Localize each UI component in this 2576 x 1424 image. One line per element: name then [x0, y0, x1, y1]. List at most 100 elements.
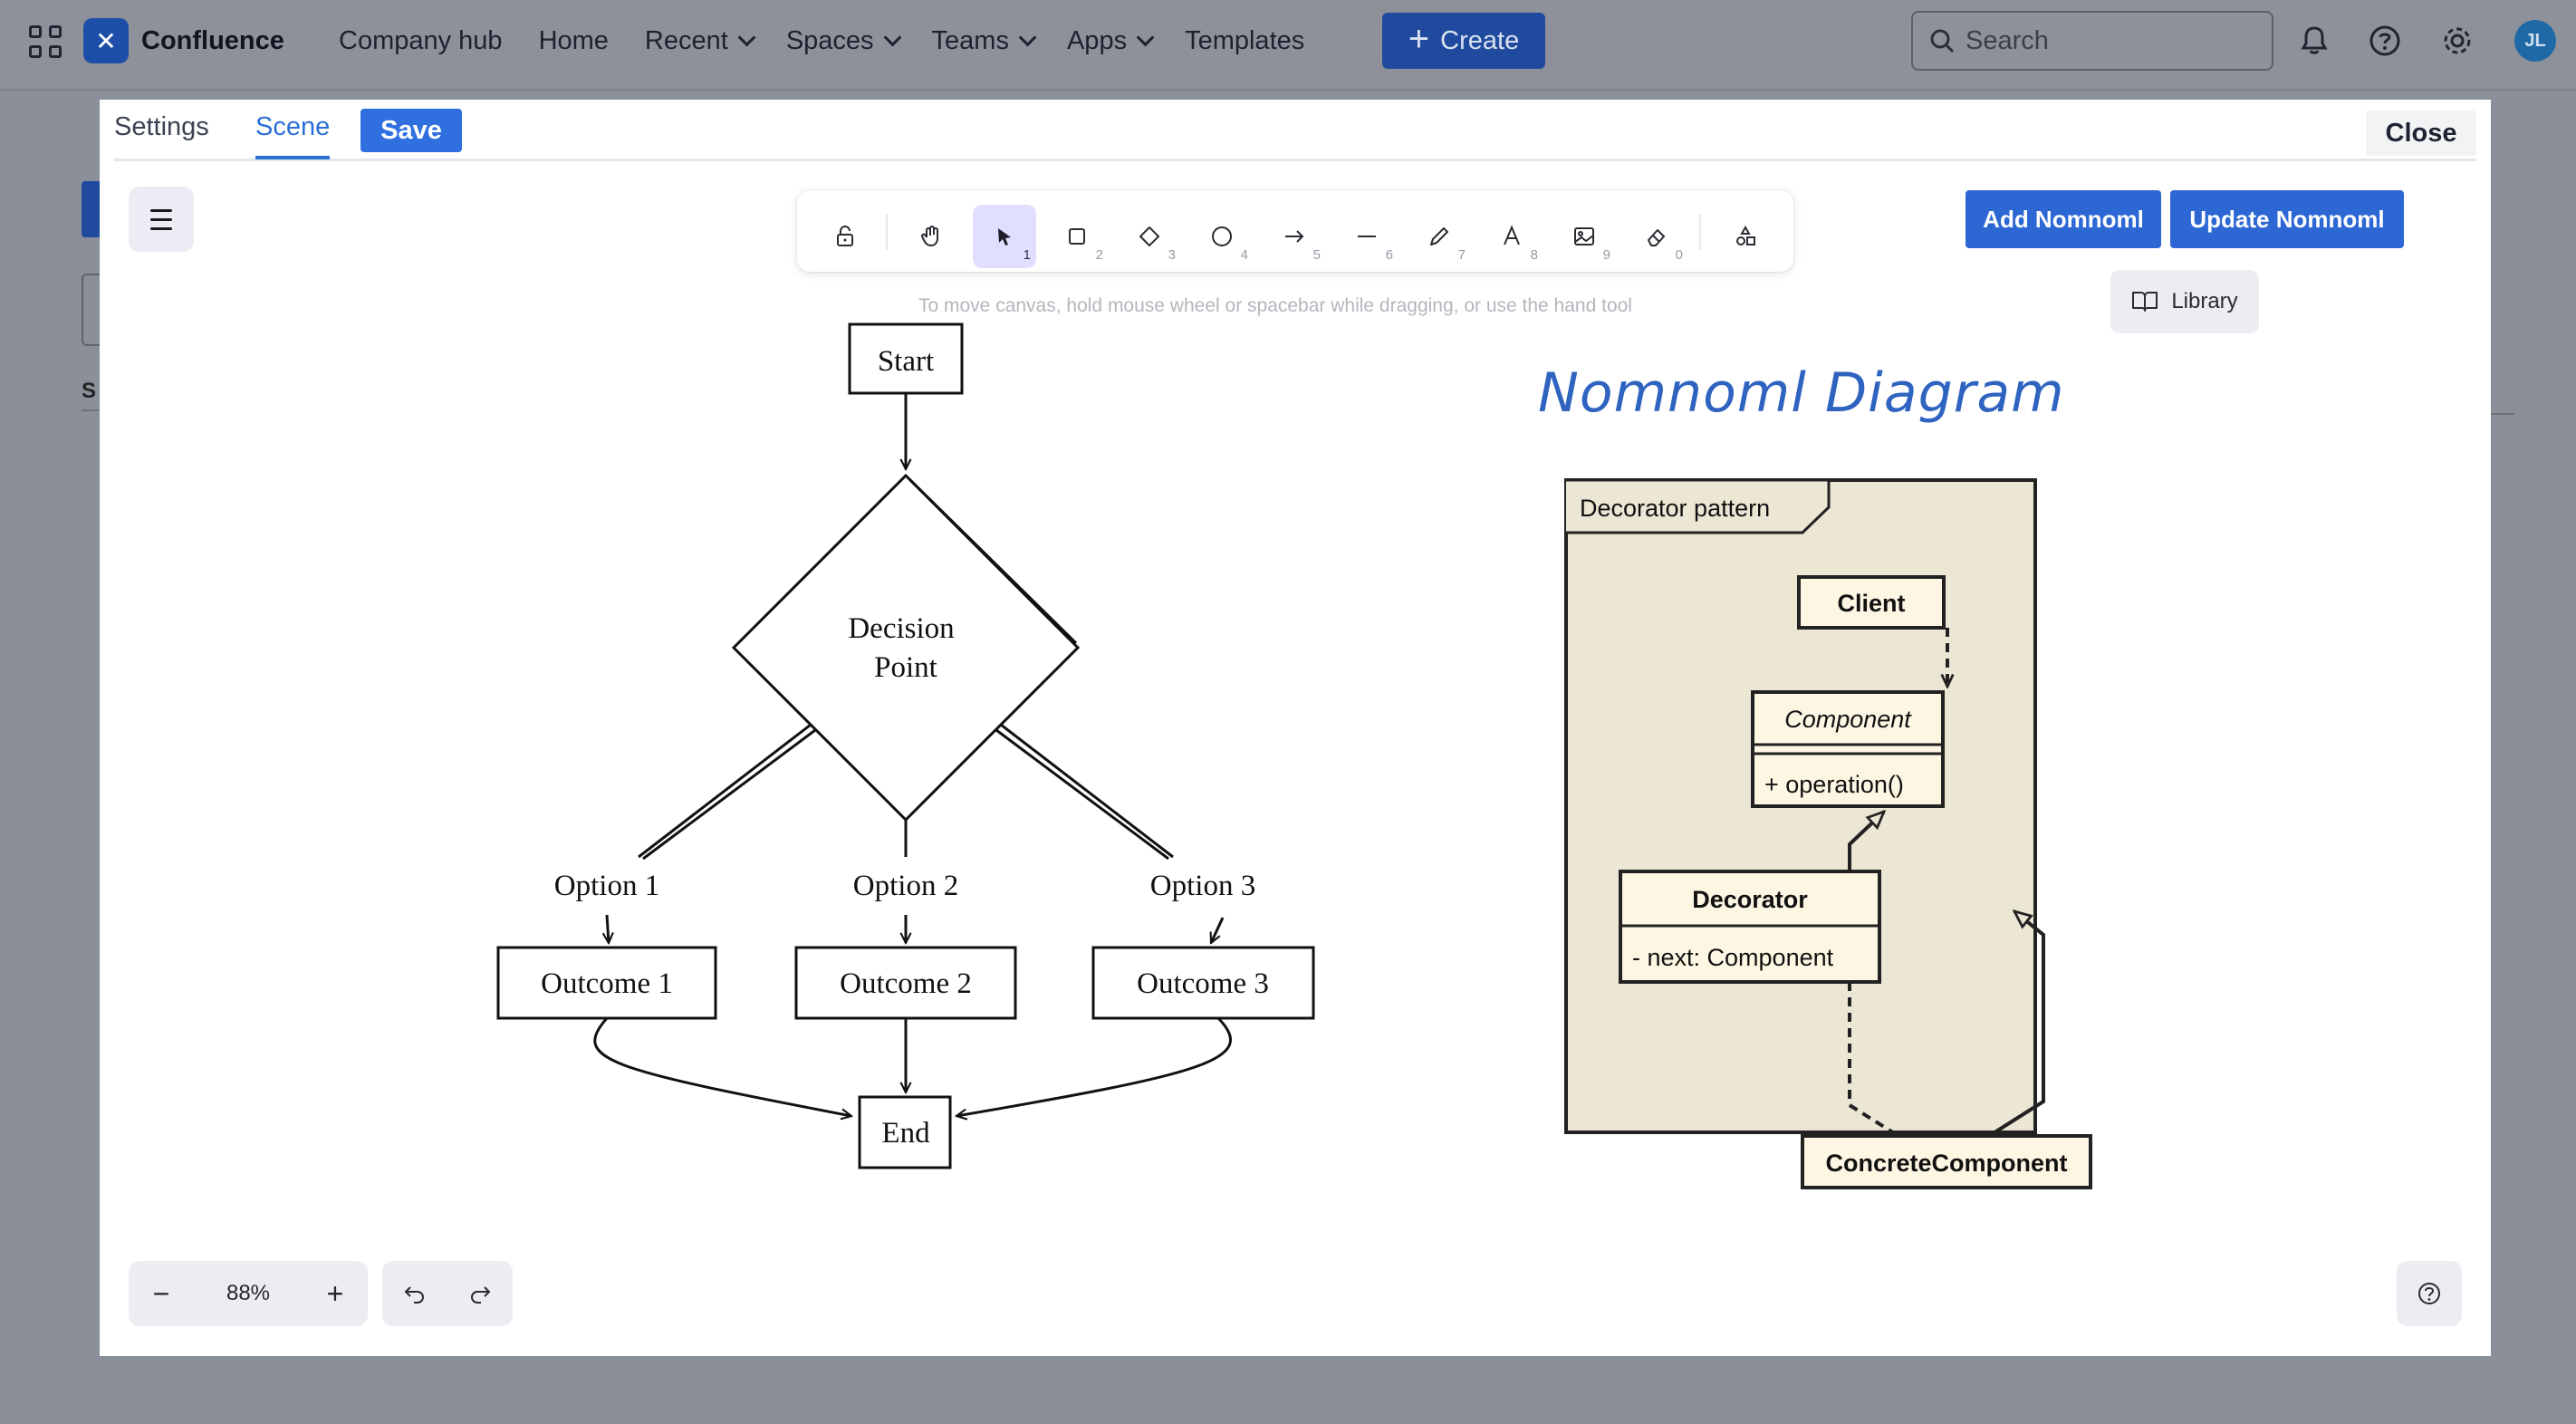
flow-sketch-stroke: [908, 478, 1078, 645]
uml-generalization-arrow[interactable]: [1848, 812, 1884, 871]
flow-decision-diamond[interactable]: [731, 473, 1081, 823]
tool-ellipse[interactable]: 4: [1190, 205, 1254, 268]
uml-class-component-label: Component: [1784, 706, 1912, 733]
flowchart[interactable]: [496, 322, 1315, 1169]
nav-item-home[interactable]: Home: [539, 26, 609, 56]
flow-branch-line[interactable]: [638, 723, 812, 859]
flow-arrow[interactable]: [607, 914, 609, 943]
brand[interactable]: ✕ Confluence: [83, 18, 284, 63]
flowchart-labels: Start Decision Point Option 1 Option 2 O…: [541, 345, 1269, 1150]
flow-start-box[interactable]: [848, 322, 964, 395]
tool-more[interactable]: [1714, 205, 1777, 268]
nav-item-teams[interactable]: Teams: [932, 26, 1037, 56]
chevron-down-icon: [1018, 28, 1037, 47]
settings-gear-icon[interactable]: [2438, 22, 2476, 60]
app-switcher-icon[interactable]: [29, 25, 62, 58]
close-button[interactable]: Close: [2366, 111, 2476, 156]
zoom-in-button[interactable]: +: [326, 1276, 344, 1310]
nav-item-apps[interactable]: Apps: [1067, 26, 1155, 56]
flow-outcome-box[interactable]: [794, 946, 1017, 1020]
uml-class-component-operation: + operation(): [1764, 771, 1904, 798]
history-controls: [382, 1261, 513, 1326]
nav-item-templates[interactable]: Templates: [1185, 26, 1304, 56]
line-icon: [1358, 236, 1376, 237]
uml-class-concrete-component[interactable]: [1801, 1134, 2092, 1189]
redo-button[interactable]: [447, 1261, 513, 1326]
tool-rectangle[interactable]: 2: [1045, 205, 1109, 268]
background-divider: [82, 409, 101, 411]
eraser-icon: [1648, 229, 1665, 246]
nav-item-recent[interactable]: Recent: [644, 25, 756, 56]
flow-arrow[interactable]: [593, 1017, 851, 1116]
tool-shortcut-key: 0: [1675, 247, 1683, 263]
image-icon: [1574, 227, 1594, 245]
background-page-text: S: [82, 379, 97, 402]
tool-shortcut-key: 1: [1023, 247, 1031, 263]
update-nomnoml-button[interactable]: Update Nomnoml: [2170, 190, 2404, 248]
tool-hand[interactable]: [900, 205, 964, 268]
flow-arrow[interactable]: [1211, 917, 1225, 943]
confluence-logo-icon: ✕: [83, 18, 129, 63]
tool-shortcut-key: 3: [1168, 247, 1176, 263]
nav-item-spaces[interactable]: Spaces: [785, 25, 901, 56]
tab-settings[interactable]: Settings: [114, 112, 209, 141]
uml-generalization-arrow[interactable]: [1987, 911, 2045, 1138]
zoom-out-button[interactable]: −: [152, 1276, 170, 1310]
tool-selection[interactable]: 1: [973, 205, 1036, 268]
nav-item-company-hub[interactable]: Company hub: [339, 26, 503, 56]
uml-class-concrete-component-label: ConcreteComponent: [1825, 1150, 2067, 1177]
nav-item-label: Company hub: [339, 25, 503, 55]
flow-outcome-box[interactable]: [1091, 946, 1315, 1020]
background-divider: [2491, 413, 2514, 415]
help-icon[interactable]: [2366, 22, 2404, 60]
add-nomnoml-button[interactable]: Add Nomnoml: [1966, 190, 2161, 248]
tool-draw[interactable]: 7: [1408, 205, 1471, 268]
flow-outcome-box[interactable]: [496, 946, 717, 1020]
tool-shortcut-key: 5: [1312, 247, 1321, 263]
flow-option-label: Option 3: [1150, 870, 1255, 902]
menu-icon-bar: [150, 226, 172, 230]
canvas-help-button[interactable]: [2397, 1261, 2462, 1326]
nav-item-label: Templates: [1185, 25, 1305, 55]
tool-shortcut-key: 4: [1240, 247, 1248, 263]
uml-frame-tab: [1566, 478, 1831, 534]
nomnoml-title[interactable]: Nomnoml Diagram: [1538, 361, 2065, 425]
main-menu-button[interactable]: [129, 187, 194, 252]
tool-image[interactable]: 9: [1552, 205, 1616, 268]
nav-item-label: Spaces: [785, 25, 874, 55]
top-navigation: ✕ Confluence Company hub Home Recent Spa…: [0, 0, 2576, 91]
tool-diamond[interactable]: 3: [1118, 205, 1181, 268]
nav-menu: Company hub Home Recent Spaces Teams App…: [339, 0, 1304, 82]
flow-branch-line[interactable]: [1000, 723, 1174, 859]
flow-arrow[interactable]: [956, 1016, 1233, 1116]
flow-outcome-label: Outcome 3: [1137, 967, 1269, 1000]
arrow-right-icon: [1285, 230, 1304, 243]
undo-button[interactable]: [382, 1261, 447, 1326]
user-avatar[interactable]: JL: [2514, 20, 2556, 62]
save-button[interactable]: Save: [360, 109, 462, 152]
notifications-bell-icon[interactable]: [2295, 22, 2333, 60]
tool-line[interactable]: 6: [1335, 205, 1399, 268]
create-button[interactable]: +Create: [1382, 13, 1545, 69]
uml-class-decorator-field: - next: Component: [1632, 944, 1834, 971]
tool-text[interactable]: 8: [1480, 205, 1543, 268]
uml-class-component[interactable]: [1751, 690, 1945, 808]
undo-icon: [404, 1286, 424, 1304]
tool-arrow[interactable]: 5: [1263, 205, 1326, 268]
tool-shortcut-key: 2: [1095, 247, 1103, 263]
nomnoml-diagram[interactable]: Decorator pattern Client Component + ope…: [1564, 478, 2092, 1189]
search-input[interactable]: Search: [1911, 11, 2273, 71]
rectangle-icon: [1069, 228, 1085, 245]
tab-scene[interactable]: Scene: [255, 112, 331, 159]
uml-association-line[interactable]: [1848, 982, 1900, 1138]
flow-end-label: End: [881, 1117, 930, 1150]
uml-class-client[interactable]: [1797, 575, 1946, 630]
library-button[interactable]: Library: [2110, 270, 2259, 333]
tool-lock[interactable]: [813, 205, 877, 268]
nav-item-label: Recent: [644, 25, 728, 55]
tool-eraser[interactable]: 0: [1625, 205, 1688, 268]
zoom-level[interactable]: 88%: [226, 1281, 271, 1305]
lock-open-icon: [837, 226, 853, 246]
drawing-canvas[interactable]: Start Decision Point Option 1 Option 2 O…: [100, 100, 2491, 1356]
flow-end-box[interactable]: [858, 1095, 952, 1169]
